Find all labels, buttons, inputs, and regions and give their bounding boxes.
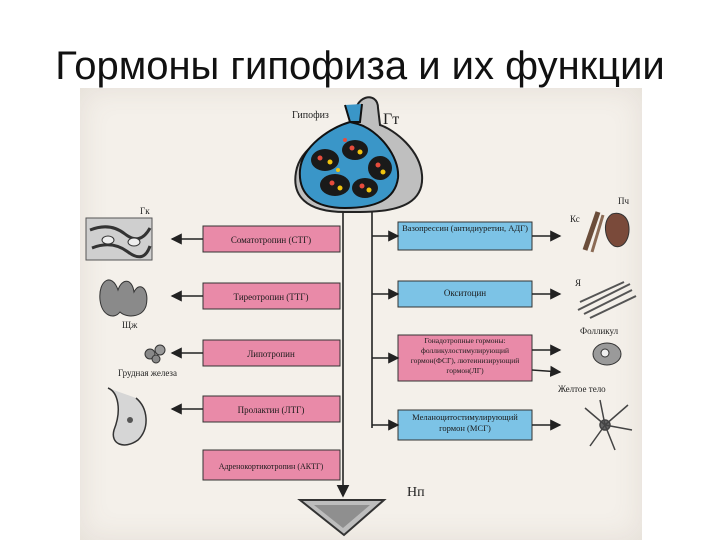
hormone-lipotropin: Липотропин [247,349,295,359]
left-hormone-boxes [202,225,341,481]
hormone-oxytocin: Окситоцин [443,288,487,298]
melanocyte-icon [584,399,633,451]
breast-label: Грудная железа [118,368,177,378]
title-clip: Гормоны гипофиза и их функции [0,20,720,88]
hormone-msg: Меланоцитостимулирующий гормон (МСГ) [412,412,518,433]
thyroid-icon [99,279,148,317]
corpus-luteum-label: Желтое тело [558,384,606,394]
shch-label: Щж [122,320,138,330]
bone-tissue-icon [85,217,153,261]
hormone-stg: Соматотропин (СТГ) [231,235,311,245]
cells-icon [144,344,166,364]
ya-label: Я [575,278,581,288]
muscle-fibers-icon [577,281,637,319]
follicle-icon [592,342,622,366]
gk-label: Гк [140,206,150,216]
hormone-aktg: Адренокортикотропин (АКТГ) [219,462,324,471]
gt-label: Гт [383,111,399,128]
follicle-label: Фолликул [580,326,619,336]
right-hormone-boxes [397,221,533,441]
hormone-adg: Вазопрессин (антидиуретин, АДГ) [402,223,528,233]
hormone-ttg: Тиреотропин (ТТГ) [234,292,309,302]
hormone-ltg: Пролактин (ЛТГ) [238,405,305,415]
kidney-vessel-icon [582,211,630,253]
pituitary-label: Гипофиз [292,110,329,121]
neurohypophysis-icon [297,499,387,537]
breast-icon [107,387,147,446]
pch-label: Пч [618,196,629,206]
hormone-gonadotropic: Гонадотропные гормоны: фолликулостимулир… [410,336,520,375]
np-label: Нп [407,485,425,500]
page-title: Гормоны гипофиза и их функции [55,44,665,88]
kc-label: Кс [570,214,580,224]
pituitary-gland-icon [294,96,424,213]
